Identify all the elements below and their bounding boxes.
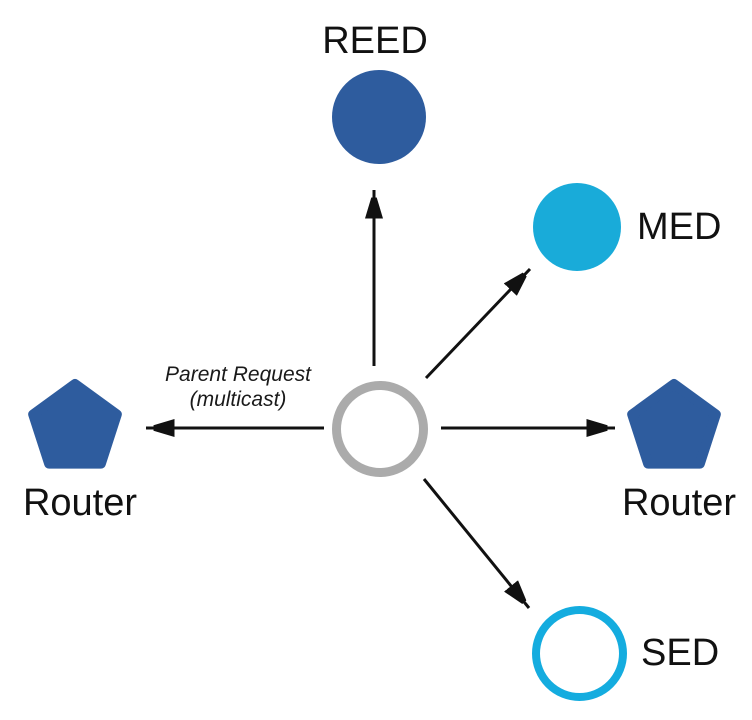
router-right-node bbox=[627, 379, 721, 469]
reed-label: REED bbox=[322, 20, 428, 62]
sed-node bbox=[532, 606, 627, 701]
router-left-node bbox=[28, 379, 122, 469]
arrow-to-med bbox=[424, 267, 532, 380]
router-left-label: Router bbox=[22, 482, 138, 524]
arrow-to-sed bbox=[422, 478, 531, 609]
center-child-node bbox=[332, 381, 428, 477]
router-right-label: Router bbox=[621, 482, 737, 524]
router-right-pentagon bbox=[627, 379, 721, 469]
parent-request-line1: Parent Request bbox=[165, 363, 311, 386]
parent-request-annotation: Parent Request (multicast) bbox=[165, 362, 311, 412]
med-node bbox=[533, 183, 621, 271]
med-label: MED bbox=[637, 206, 722, 248]
reed-node bbox=[332, 70, 426, 164]
router-left-pentagon bbox=[28, 379, 122, 469]
parent-request-line2: (multicast) bbox=[189, 388, 287, 411]
sed-label: SED bbox=[641, 632, 720, 674]
